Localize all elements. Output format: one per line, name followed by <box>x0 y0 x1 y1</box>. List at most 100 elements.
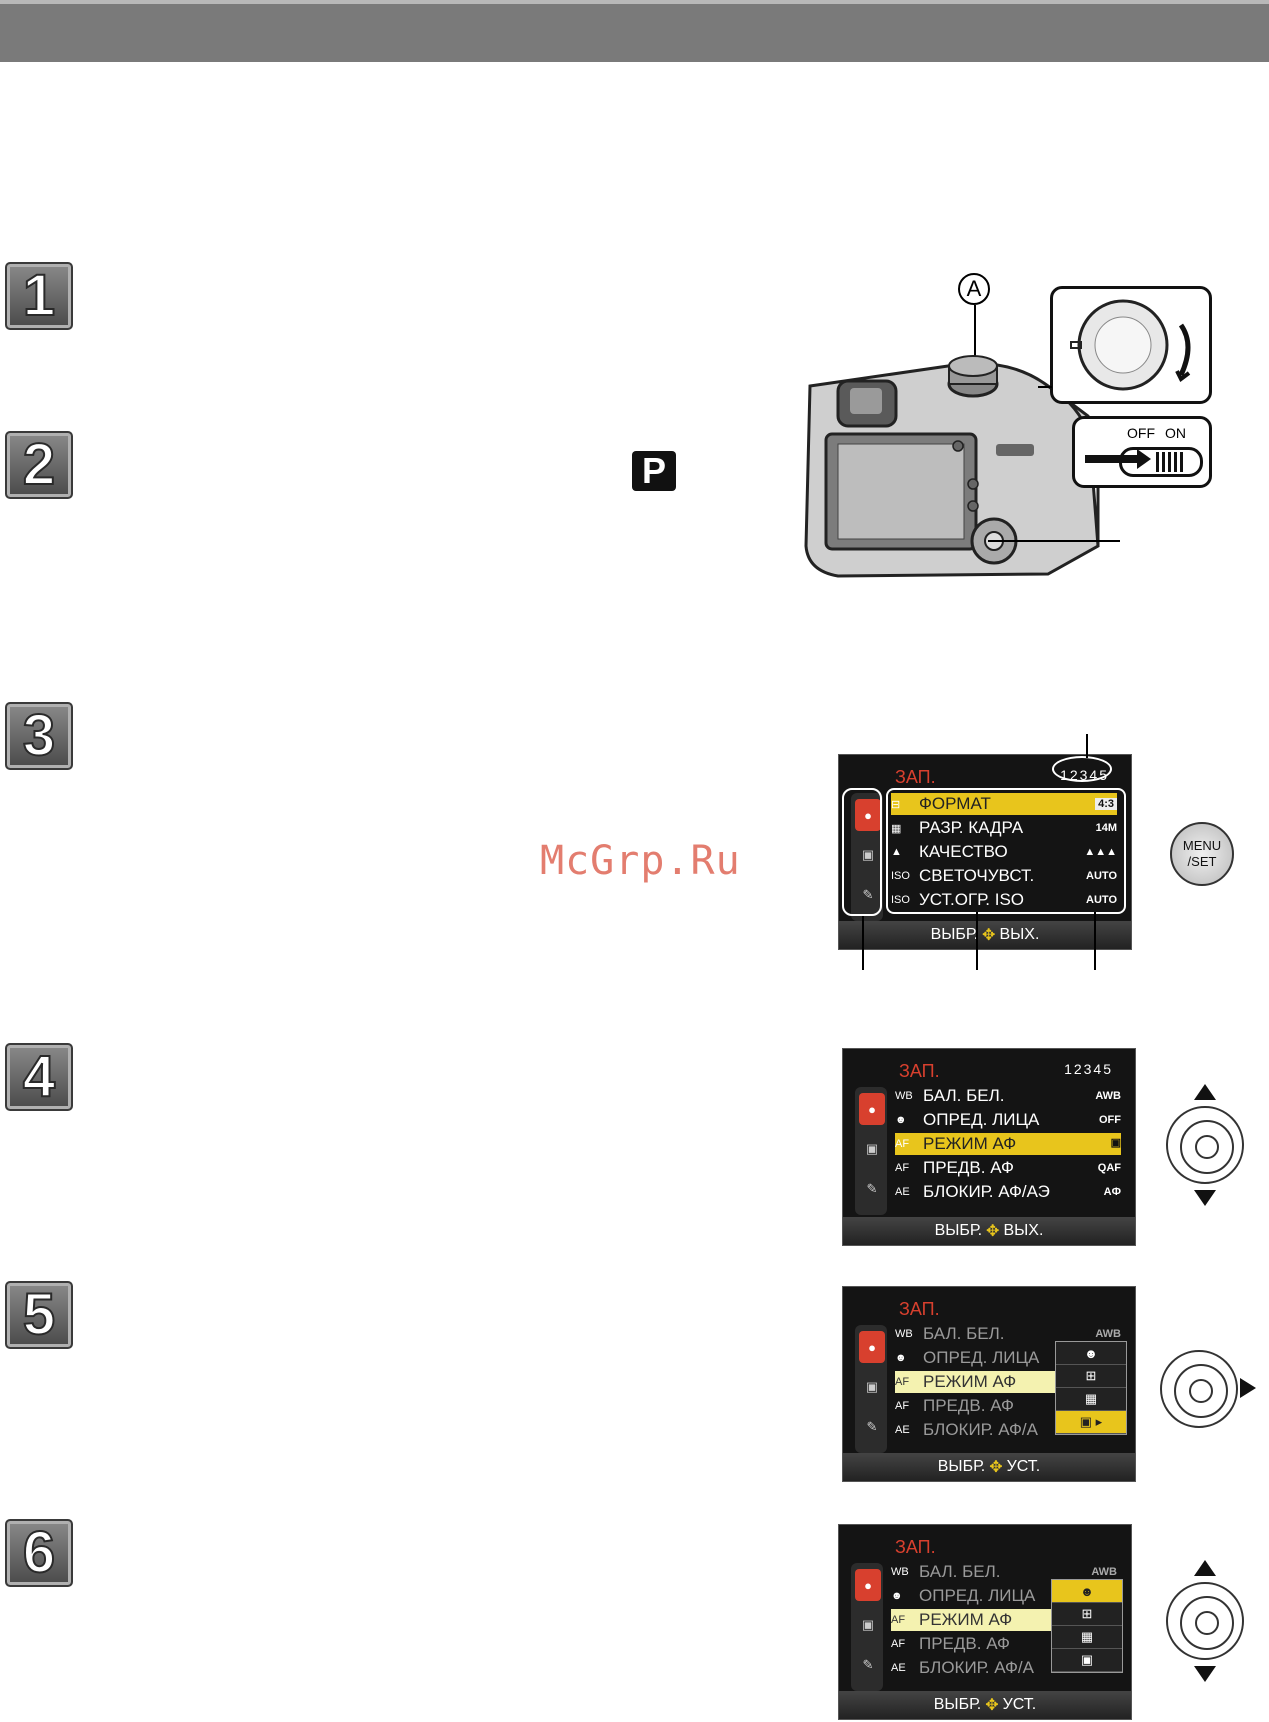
menu-row-value: ▲▲▲ <box>1084 846 1117 858</box>
mode-dial-icon <box>1070 299 1191 391</box>
face-detection-icon[interactable]: ☻ <box>1056 1342 1126 1365</box>
step-5-badge: 5 <box>5 1281 73 1349</box>
menu-row-picture-size[interactable]: ▦РАЗР. КАДРА <box>891 818 1024 837</box>
face-detection-icon[interactable]: ☻ <box>1052 1580 1122 1603</box>
menu-tabs: ● ▣ ✎ <box>851 1563 883 1691</box>
dpad-step6[interactable] <box>1166 1582 1244 1660</box>
wrench-icon[interactable]: ✎ <box>862 1657 874 1672</box>
switch-on-label: ON <box>1165 425 1186 441</box>
slide-arrow-head-icon <box>1137 449 1151 469</box>
one-area-icon[interactable]: ▣ <box>1052 1649 1122 1672</box>
menu-tabs: ● ▣ ✎ <box>855 1087 887 1215</box>
dpad-step4[interactable] <box>1166 1106 1244 1184</box>
af-tracking-icon[interactable]: ⊞ <box>1056 1365 1126 1388</box>
camera-icon[interactable]: ● <box>855 1569 881 1601</box>
motion-picture-icon[interactable]: ▣ <box>861 847 875 862</box>
camera-icon[interactable]: ● <box>859 1093 885 1125</box>
mode-dial-inset <box>1050 286 1212 404</box>
switch-off-label: OFF <box>1127 425 1155 441</box>
down-arrow-icon <box>1194 1190 1216 1206</box>
menu-set-button[interactable]: MENU/SET <box>1170 822 1234 886</box>
menu-row-quality[interactable]: ▲КАЧЕСТВО <box>891 842 1008 861</box>
af-tracking-icon[interactable]: ⊞ <box>1052 1603 1122 1626</box>
menu-row-value: AФ <box>1103 1186 1121 1198</box>
header-bar <box>0 0 1269 62</box>
multi-area-icon[interactable]: ▦ <box>1056 1388 1126 1411</box>
menu-title: ЗАП. <box>899 1061 940 1081</box>
page-callout-ring <box>1052 756 1112 782</box>
program-mode-icon: P <box>632 450 676 491</box>
menu-row-value: AWB <box>1091 1566 1117 1578</box>
motion-picture-icon[interactable]: ▣ <box>865 1379 879 1394</box>
slide-arrow-icon <box>1085 455 1143 463</box>
callout-a: A <box>958 273 990 305</box>
step-1-badge: 1 <box>5 262 73 330</box>
motion-picture-icon[interactable]: ▣ <box>861 1617 875 1632</box>
wrench-icon[interactable]: ✎ <box>862 887 874 902</box>
menu-row-value: AUTO <box>1086 870 1117 882</box>
wrench-icon[interactable]: ✎ <box>866 1181 878 1196</box>
menu-screen-step3: ЗАП. 12345 ● ▣ ✎ ⊟ФОРМАТ 4:3 ▦РАЗР. КАДР… <box>838 754 1132 950</box>
multi-area-icon[interactable]: ▦ <box>1052 1626 1122 1649</box>
step-4-badge: 4 <box>5 1043 73 1111</box>
watermark: McGrp.Ru <box>540 838 741 884</box>
down-arrow-icon <box>1194 1666 1216 1682</box>
step-6-badge: 6 <box>5 1519 73 1587</box>
menu-row-face-recog[interactable]: ☻ОПРЕД. ЛИЦА <box>895 1110 1040 1129</box>
up-arrow-icon <box>1194 1560 1216 1576</box>
menu-footer: ВЫБР.✥ВЫХ. <box>843 1217 1135 1245</box>
menu-footer: ВЫБР.✥ВЫХ. <box>839 921 1131 949</box>
power-switch-inset: OFF ON <box>1072 416 1212 488</box>
menu-title: ЗАП. <box>899 1299 940 1319</box>
menu-title: ЗАП. <box>895 767 936 787</box>
camera-icon[interactable]: ● <box>855 799 881 831</box>
menu-footer: ВЫБР.✥УСТ. <box>843 1453 1135 1481</box>
dial-connector <box>1038 386 1052 388</box>
items-callout-ring <box>886 788 1126 914</box>
af-mode-popup: ☻ ⊞ ▦ ▣ <box>1051 1579 1123 1673</box>
menu-row-value: QAF <box>1097 1162 1121 1174</box>
one-area-icon[interactable]: ▣ ▸ <box>1056 1411 1126 1434</box>
wrench-icon[interactable]: ✎ <box>866 1419 878 1434</box>
callout-a-leader <box>974 305 976 385</box>
af-mode-popup: ☻ ⊞ ▦ ▣ ▸ <box>1055 1341 1127 1435</box>
motion-picture-icon[interactable]: ▣ <box>865 1141 879 1156</box>
menu-row-face-recog[interactable]: ☻ОПРЕД. ЛИЦА <box>895 1348 1040 1367</box>
menu-row-value: ▣ <box>1110 1137 1121 1149</box>
menu-row-value: AWB <box>1095 1328 1121 1340</box>
menu-title: ЗАП. <box>895 1537 936 1557</box>
menu-row-face-recog[interactable]: ☻ОПРЕД. ЛИЦА <box>891 1586 1036 1605</box>
tab-callout-leader <box>862 916 864 970</box>
camera-icon[interactable]: ● <box>859 1331 885 1363</box>
values-callout-leader <box>1094 912 1096 970</box>
menu-row-value: 14M <box>1095 822 1117 834</box>
items-callout-leader <box>976 912 978 970</box>
dpad-leader <box>988 540 1120 542</box>
tab-callout-ring <box>842 788 882 916</box>
menu-row-value: AUTO <box>1086 894 1117 906</box>
menu-row-aspect[interactable]: ⊟ФОРМАТ <box>891 793 1117 815</box>
right-arrow-icon <box>1240 1378 1256 1398</box>
step-3-badge: 3 <box>5 702 73 770</box>
dpad-step5[interactable] <box>1160 1350 1238 1428</box>
menu-footer: ВЫБР.✥УСТ. <box>839 1691 1131 1719</box>
camera-illustration-icon <box>804 355 1100 578</box>
up-arrow-icon <box>1194 1084 1216 1100</box>
